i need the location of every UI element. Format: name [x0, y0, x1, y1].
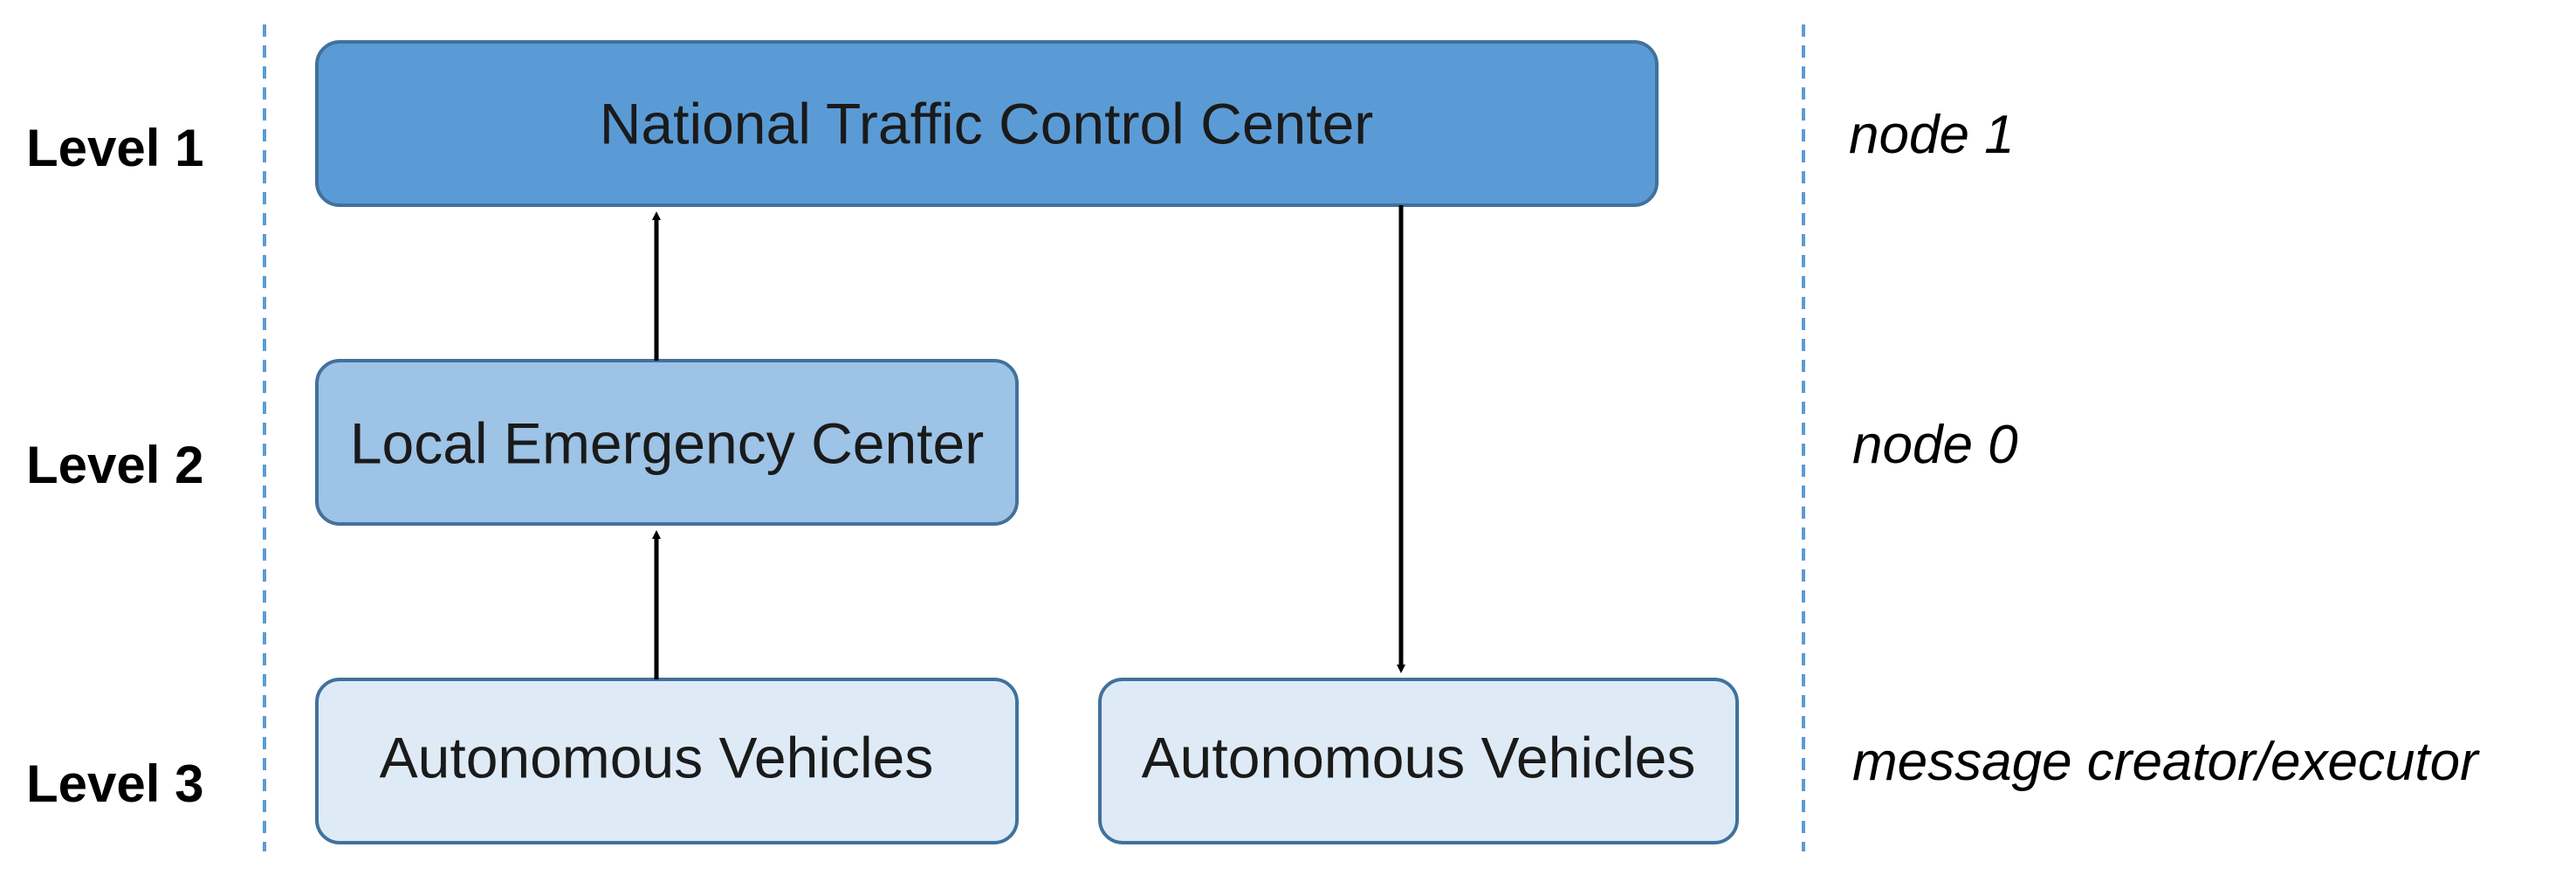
autonomous-vehicles-left-box: [315, 678, 1019, 844]
autonomous-vehicles-right-box: [1098, 678, 1739, 844]
role-message-creator-label: message creator/executor: [1852, 732, 2480, 792]
national-traffic-control-center-label: National Traffic Control Center: [600, 91, 1374, 155]
autonomous-vehicles-left-label: Autonomous Vehicles: [380, 725, 934, 789]
local-emergency-center-box: [315, 359, 1019, 526]
level-2-label: Level 2: [26, 436, 203, 494]
level-3-label: Level 3: [26, 754, 203, 813]
national-traffic-control-center-box: [315, 40, 1659, 207]
role-node-0-label: node 0: [1852, 415, 2018, 475]
level-1-label: Level 1: [26, 119, 203, 177]
local-emergency-center-label: Local Emergency Center: [350, 410, 984, 475]
role-node-1-label: node 1: [1849, 105, 2015, 165]
autonomous-vehicles-right-label: Autonomous Vehicles: [1142, 725, 1696, 789]
